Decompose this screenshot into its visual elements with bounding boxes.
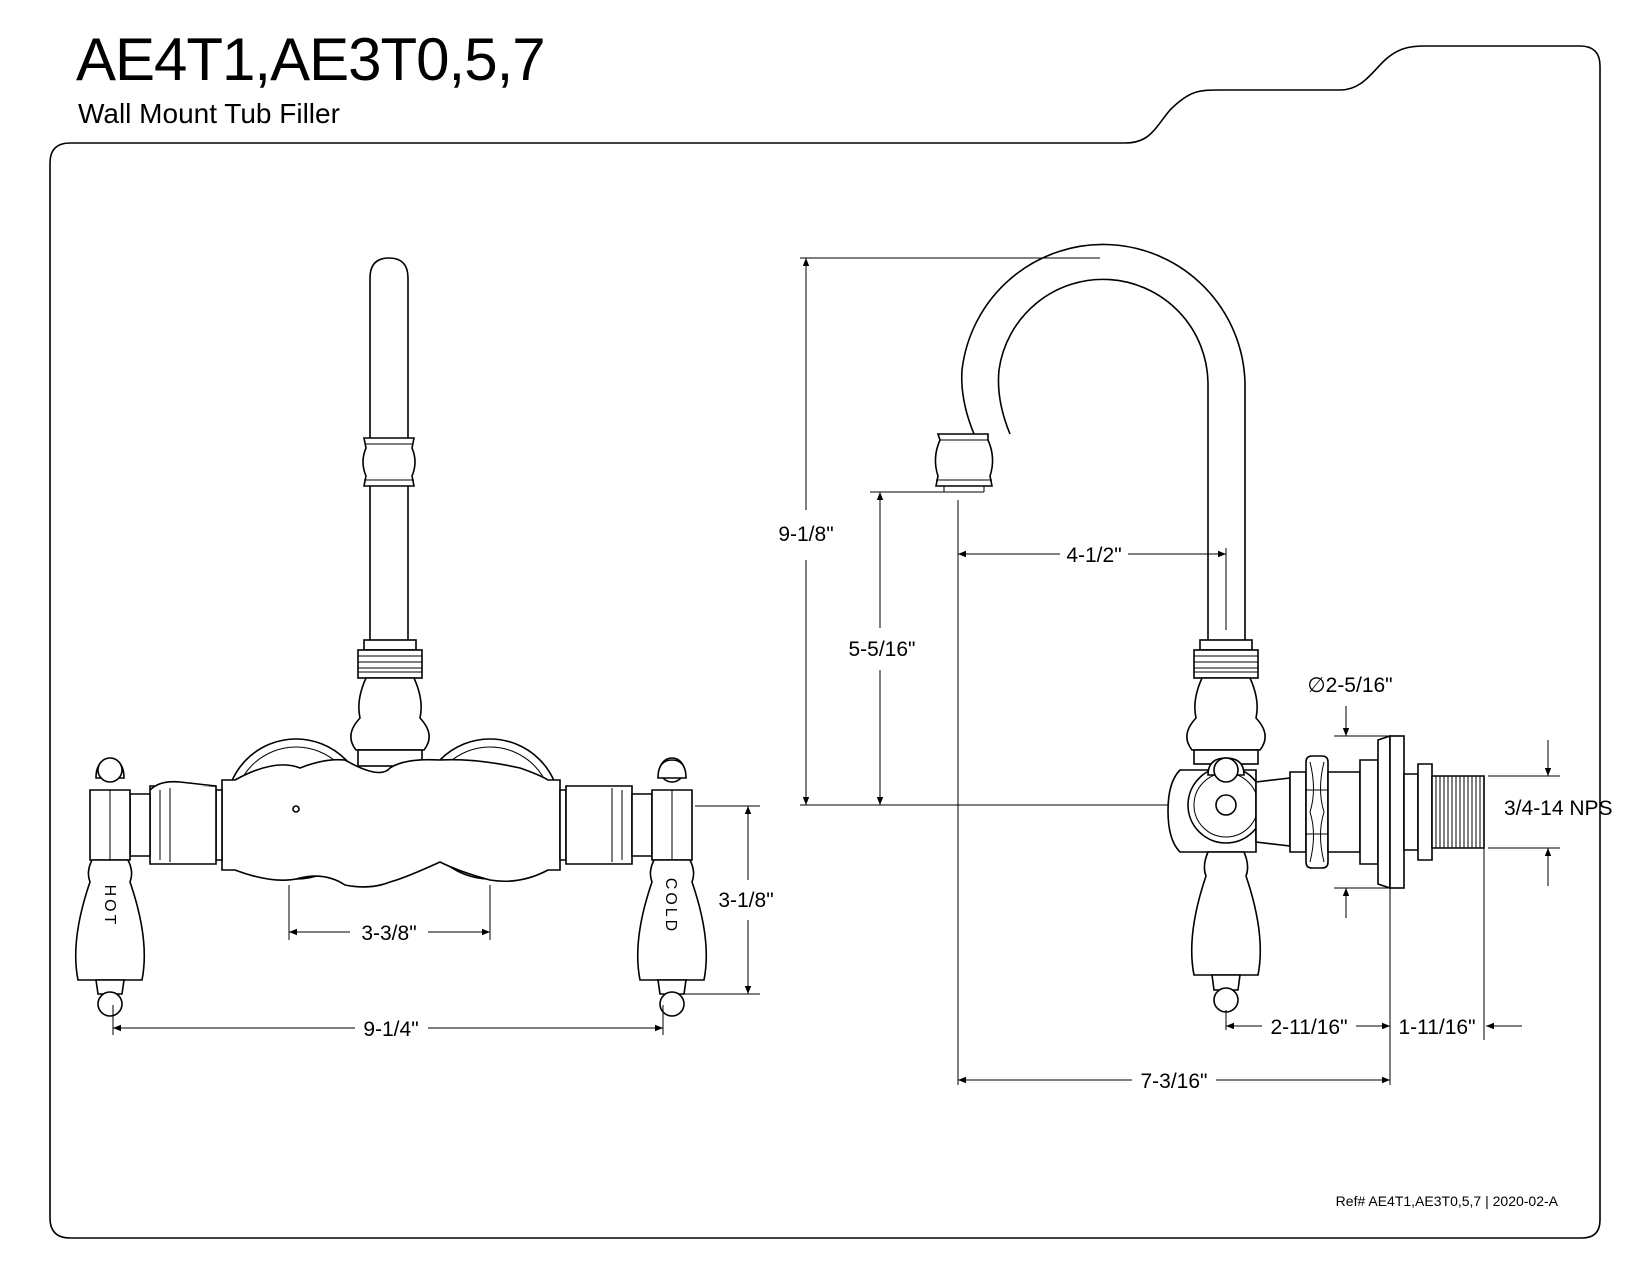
dim-spout-reach: 4-1/2"	[1066, 544, 1121, 567]
dim-spout-height: 5-5/16"	[849, 638, 916, 661]
side-wall-flange	[1377, 734, 1391, 890]
side-view: 9-1/8" 5-5/16" 4-1/2" ∅2-5/16" 3/4-14 NP…	[778, 243, 1613, 1093]
cold-lever-handle	[636, 859, 708, 981]
front-valve-body	[221, 758, 561, 888]
dim-flange-diameter: ∅2-5/16"	[1307, 674, 1392, 697]
dim-overall-width: 9-1/4"	[363, 1018, 418, 1041]
sheet-frame	[49, 45, 1601, 1239]
sheet-subtitle: Wall Mount Tub Filler	[78, 98, 340, 129]
side-gooseneck-spout	[960, 243, 1246, 640]
hot-label: HOT	[101, 885, 118, 928]
hot-lever-handle	[74, 859, 146, 981]
dim-thread-size: 3/4-14 NPS	[1504, 797, 1613, 820]
dim-inlet-length: 1-11/16"	[1398, 1016, 1475, 1039]
dim-total-height: 9-1/8"	[778, 523, 833, 546]
dim-centers: 3-3/8"	[361, 922, 416, 945]
cold-label: COLD	[662, 878, 679, 934]
dim-total-depth: 7-3/16"	[1141, 1070, 1208, 1093]
front-view: HOT COLD 3-3/8" 9-1/4" 3-1/8"	[74, 257, 774, 1041]
side-lever-handle	[1190, 851, 1262, 976]
side-vase-body	[1186, 677, 1266, 751]
front-riser-pipe	[369, 257, 409, 640]
side-spout-tip	[934, 433, 994, 487]
front-vase-body	[350, 677, 430, 751]
dim-body-to-wall: 2-11/16"	[1270, 1016, 1347, 1039]
front-riser-coupling	[362, 437, 416, 487]
side-valve-body	[1167, 769, 1257, 853]
dim-handle-height: 3-1/8"	[718, 889, 773, 912]
sheet-title: AE4T1,AE3T0,5,7	[76, 26, 546, 93]
reference-number: Ref# AE4T1,AE3T0,5,7 | 2020-02-A	[1335, 1193, 1558, 1209]
side-escutcheon	[1305, 755, 1329, 869]
